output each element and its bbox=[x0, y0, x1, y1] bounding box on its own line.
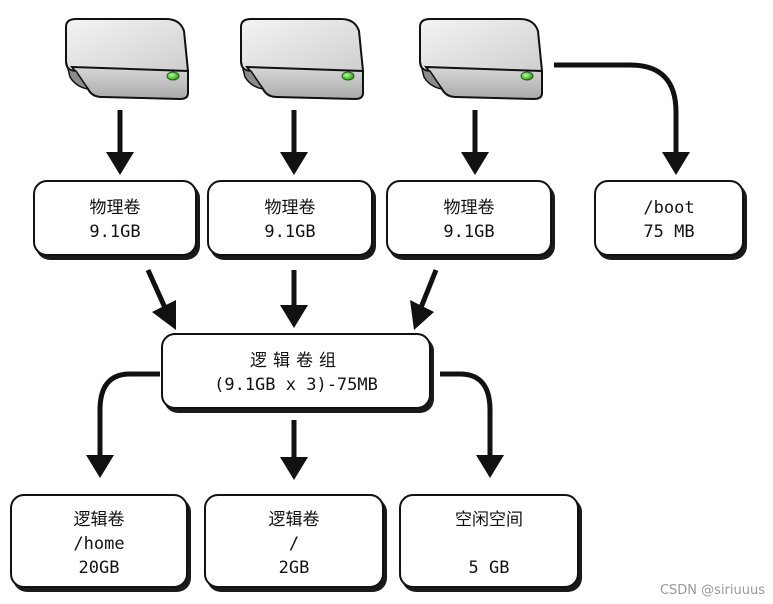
logical-volume-title: 逻辑卷 bbox=[73, 510, 125, 530]
logical-volume-box-root: 逻辑卷 / 2GB bbox=[204, 494, 384, 588]
watermark-text: CSDN @siriuuus bbox=[659, 583, 765, 598]
free-space-box: 空闲空间 5 GB bbox=[399, 494, 579, 588]
physical-volume-size: 9.1GB bbox=[89, 222, 141, 242]
arrow-drive1-to-pv1 bbox=[106, 110, 134, 175]
boot-partition-name: /boot bbox=[643, 198, 695, 218]
physical-volume-size: 9.1GB bbox=[443, 222, 495, 242]
logical-volume-mount: /home bbox=[73, 534, 125, 554]
arrow-pv3-to-vg bbox=[410, 269, 439, 330]
arrow-drive3-to-boot bbox=[554, 62, 690, 175]
physical-volume-box-3: 物理卷 9.1GB bbox=[386, 180, 552, 256]
hard-drive-icon bbox=[419, 18, 544, 101]
logical-volume-size: 20GB bbox=[78, 558, 120, 578]
arrow-pv2-to-vg bbox=[280, 270, 308, 328]
physical-volume-box-1: 物理卷 9.1GB bbox=[33, 180, 197, 256]
volume-group-box: 逻辑卷组 (9.1GB x 3)-75MB bbox=[161, 333, 431, 409]
arrow-vg-to-lv-root bbox=[280, 420, 308, 480]
free-space-title: 空闲空间 bbox=[455, 510, 523, 530]
physical-volume-title: 物理卷 bbox=[443, 198, 495, 218]
boot-partition-box: /boot 75 MB bbox=[594, 180, 744, 256]
arrow-pv1-to-vg bbox=[145, 268, 176, 330]
physical-volume-title: 物理卷 bbox=[264, 198, 316, 218]
logical-volume-size: 2GB bbox=[278, 558, 310, 578]
free-space-size: 5 GB bbox=[468, 558, 510, 578]
arrow-drive2-to-pv2 bbox=[280, 110, 308, 175]
boot-partition-size: 75 MB bbox=[643, 222, 695, 242]
physical-volume-title: 物理卷 bbox=[89, 198, 141, 218]
physical-volume-size: 9.1GB bbox=[264, 222, 316, 242]
volume-group-title: 逻辑卷组 bbox=[250, 351, 342, 371]
hard-drive-icon bbox=[240, 18, 365, 101]
physical-volume-box-2: 物理卷 9.1GB bbox=[207, 180, 373, 256]
free-space-spacer bbox=[401, 532, 577, 556]
volume-group-formula: (9.1GB x 3)-75MB bbox=[214, 375, 378, 395]
arrow-drive3-to-pv3 bbox=[461, 110, 489, 175]
logical-volume-mount: / bbox=[288, 534, 300, 554]
arrow-vg-to-free-space bbox=[440, 371, 504, 478]
logical-volume-box-home: 逻辑卷 /home 20GB bbox=[10, 494, 188, 588]
arrow-vg-to-lv-home bbox=[86, 371, 160, 478]
logical-volume-title: 逻辑卷 bbox=[268, 510, 320, 530]
hard-drive-icon bbox=[65, 18, 190, 101]
